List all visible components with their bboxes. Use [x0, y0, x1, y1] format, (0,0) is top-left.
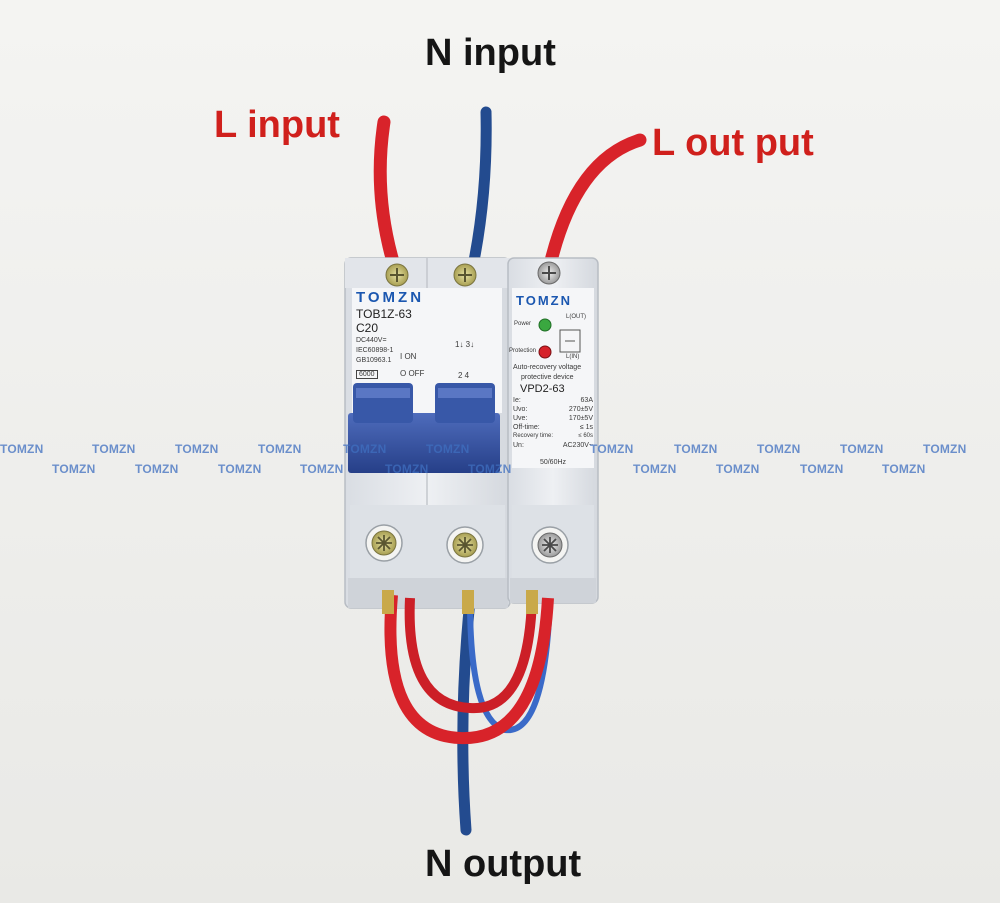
voltage-protector: [507, 257, 599, 604]
spec-value: 63A: [580, 397, 593, 404]
protector-spec-table: Ie: 63A Uvo: 270±5V Uve: 170±5V Off-time…: [513, 397, 593, 466]
protector-power-label: Power: [514, 321, 532, 327]
spec-value: 270±5V: [568, 406, 593, 413]
spec-key: Recovery time:: [513, 433, 554, 439]
watermark: TOMZN: [135, 462, 179, 476]
watermark: TOMZN: [674, 442, 718, 456]
spec-key: Ie:: [513, 397, 521, 404]
watermark: TOMZN: [590, 442, 634, 456]
n-output-wire: [457, 594, 476, 836]
protector-protection-label: Protection: [509, 348, 537, 354]
watermark: TOMZN: [757, 442, 801, 456]
red-jumper-loop-inner: [404, 597, 537, 714]
l-output-wire: [543, 133, 647, 272]
spec-row: Un: AC230V~: [513, 442, 593, 451]
spec-row: 50/60Hz: [513, 451, 593, 466]
watermark: TOMZN: [800, 462, 844, 476]
breaker-terminal-bottom: 2 4: [458, 371, 470, 380]
spec-key: Uvo:: [513, 406, 528, 413]
watermark: TOMZN: [218, 462, 262, 476]
red-jumper-loop-outer: [384, 594, 554, 745]
protector-model: VPD2-63: [520, 383, 565, 395]
breaker-model: TOB1Z-63: [356, 307, 412, 321]
watermark: TOMZN: [923, 442, 967, 456]
protector-in-label: L(IN): [566, 354, 580, 360]
watermark: TOMZN: [343, 442, 387, 456]
protector-frequency: 50/60Hz: [539, 459, 567, 466]
watermark: TOMZN: [385, 462, 429, 476]
breaker-off-label: O OFF: [400, 369, 425, 378]
watermark: TOMZN: [840, 442, 884, 456]
watermark: TOMZN: [716, 462, 760, 476]
l-input-caption: L input: [214, 104, 340, 146]
watermark: TOMZN: [175, 442, 219, 456]
spec-row: Off-time: ≤ 1s: [513, 424, 593, 433]
spec-key: Un:: [513, 442, 524, 449]
spec-row: Ie: 63A: [513, 397, 593, 406]
n-input-caption: N input: [425, 32, 556, 74]
watermark: TOMZN: [52, 462, 96, 476]
spec-value: AC230V~: [562, 442, 593, 449]
spec-value: ≤ 60s: [578, 433, 593, 439]
spec-row: Uvo: 270±5V: [513, 406, 593, 415]
watermark: TOMZN: [258, 442, 302, 456]
n-output-caption: N output: [425, 843, 582, 885]
watermark: TOMZN: [300, 462, 344, 476]
spec-row: Uve: 170±5V: [513, 415, 593, 424]
protection-led: [538, 345, 552, 359]
watermark: TOMZN: [633, 462, 677, 476]
breaker-standard-2: GB10963.1: [356, 357, 392, 364]
breaker-rating: C20: [356, 321, 379, 335]
watermark: TOMZN: [0, 442, 44, 456]
spec-key: Uve:: [513, 415, 528, 422]
breaker-brand: TOMZN: [356, 289, 425, 306]
watermark: TOMZN: [468, 462, 512, 476]
watermark: TOMZN: [882, 462, 926, 476]
l-output-caption: L out put: [652, 122, 814, 164]
breaker-terminal-top: 1↓ 3↓: [455, 340, 475, 349]
breaker-voltage: DC440V=: [356, 337, 387, 344]
spec-value: 170±5V: [568, 415, 593, 422]
protector-brand: TOMZN: [516, 293, 572, 308]
spec-key: Off-time:: [513, 424, 540, 431]
power-led: [538, 318, 552, 332]
breaker-standard-1: IEC60898-1: [356, 347, 394, 354]
watermark: TOMZN: [92, 442, 136, 456]
watermark: TOMZN: [426, 442, 470, 456]
protector-desc-2: protective device: [521, 374, 574, 381]
protector-out-label: L(OUT): [566, 314, 586, 320]
breaker-handles: [348, 383, 500, 473]
circuit-breaker: [344, 257, 511, 609]
breaker-capacity: 6000: [356, 370, 378, 379]
spec-row: Recovery time: ≤ 60s: [513, 433, 593, 442]
spec-value: ≤ 1s: [579, 424, 593, 431]
protector-desc-1: Auto-recovery voltage: [513, 364, 582, 371]
breaker-on-label: I ON: [400, 352, 417, 361]
